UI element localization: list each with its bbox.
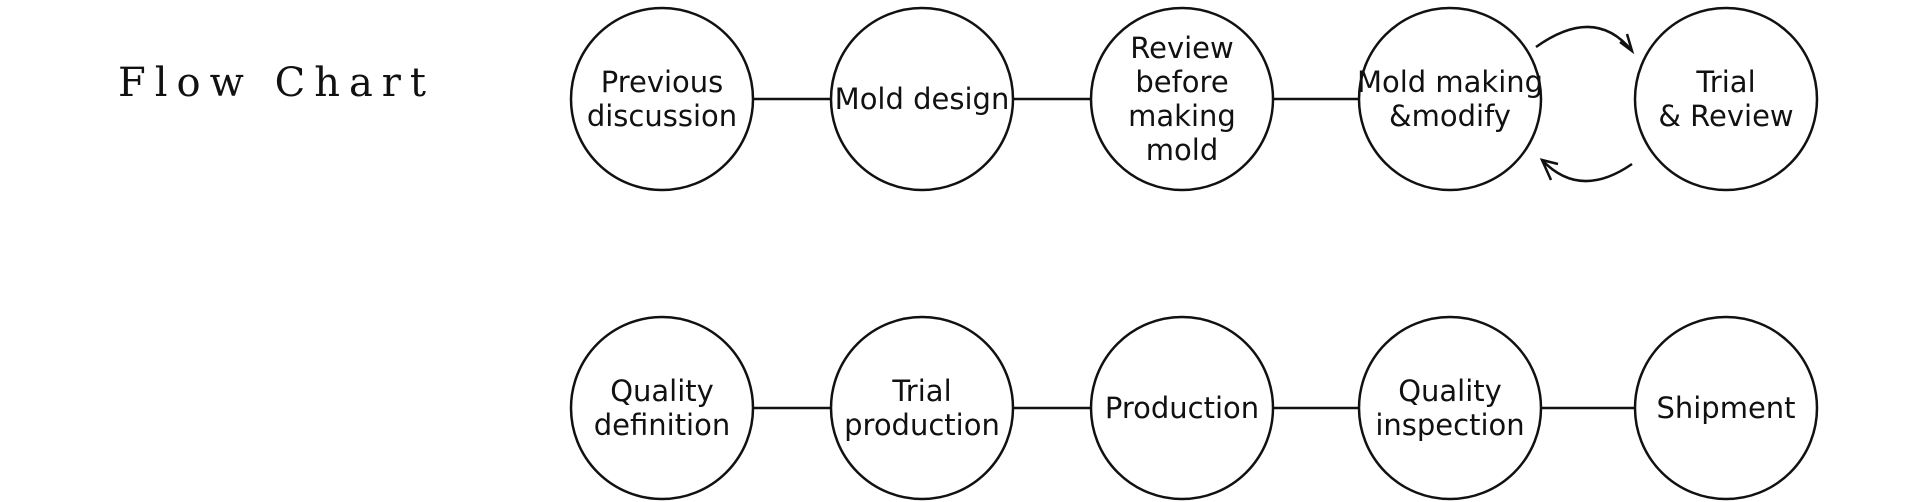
- node-label: Previous: [601, 65, 724, 99]
- node-label: Quality: [1398, 374, 1502, 408]
- node-circle: [1357, 315, 1543, 501]
- node-label: making: [1128, 99, 1236, 133]
- arrow-left-icon: [1541, 159, 1633, 183]
- node-circle: [1633, 6, 1819, 192]
- page-title: Flow Chart: [118, 60, 435, 106]
- node-label: Production: [1105, 391, 1259, 425]
- node-circle: [829, 315, 1015, 501]
- node-label: inspection: [1375, 408, 1524, 442]
- node-circle: [569, 315, 755, 501]
- node-circle: [569, 6, 755, 192]
- node-label: production: [844, 408, 1000, 442]
- node-circle: [829, 6, 1015, 192]
- node-label: &modify: [1389, 99, 1511, 133]
- node-label: mold: [1146, 133, 1218, 167]
- node-label: Trial: [891, 374, 951, 408]
- node-label: Shipment: [1656, 391, 1795, 425]
- node-label: Review: [1130, 31, 1233, 65]
- node-label: Mold making: [1357, 65, 1543, 99]
- node-label: Mold design: [835, 82, 1010, 116]
- node-label: Quality: [610, 374, 714, 408]
- flow-node: Mold design: [829, 6, 1015, 192]
- node-circle: [1089, 6, 1275, 192]
- flow-node: Production: [1089, 315, 1275, 501]
- node-label: & Review: [1658, 99, 1793, 133]
- arrow-right-icon: [1535, 25, 1633, 52]
- node-circle: [1633, 315, 1819, 501]
- flow-node: Trial& Review: [1633, 6, 1819, 192]
- node-circle: [1089, 315, 1275, 501]
- cycle-arrows: [1535, 25, 1635, 183]
- flow-node: Shipment: [1633, 315, 1819, 501]
- node-label: definition: [594, 408, 731, 442]
- node-circle: [1357, 6, 1543, 192]
- node-label: Trial: [1695, 65, 1755, 99]
- node-label: discussion: [587, 99, 737, 133]
- arrowhead-icon: [1619, 33, 1635, 55]
- flow-node: Mold making&modify: [1357, 6, 1543, 192]
- node-label: before: [1135, 65, 1228, 99]
- arrowhead-icon: [1539, 158, 1559, 181]
